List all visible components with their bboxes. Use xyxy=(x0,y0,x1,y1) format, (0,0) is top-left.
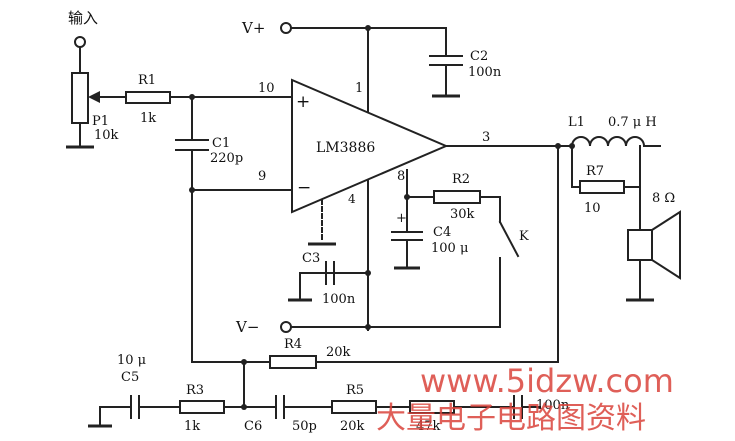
junction-dot xyxy=(241,404,247,410)
wiper-arrow-icon xyxy=(88,91,100,103)
vplus-label: V+ xyxy=(241,19,265,37)
c7-value: 100n xyxy=(536,398,570,413)
junction-dot xyxy=(404,194,410,200)
r3-name: R3 xyxy=(186,383,204,398)
c4-value: 100 μ xyxy=(431,241,468,256)
resistor-r3 xyxy=(179,400,225,414)
opamp-label: LM3886 xyxy=(316,140,375,156)
c4-name: C4 xyxy=(433,225,451,240)
p1-value: 10k xyxy=(94,128,119,143)
pin-9-label: 9 xyxy=(258,169,266,184)
resistor-r7 xyxy=(579,180,625,194)
junction-dot xyxy=(189,187,195,193)
resistor-r5 xyxy=(331,400,377,414)
r5-value: 20k xyxy=(340,419,365,434)
watermark-url: www.5idzw.com xyxy=(420,362,674,400)
r2-name: R2 xyxy=(452,172,470,187)
junction-dot xyxy=(365,324,371,330)
c5-name: C5 xyxy=(121,370,139,385)
junction-dot xyxy=(365,25,371,31)
input-terminal xyxy=(74,36,86,48)
speaker-cone-icon xyxy=(651,210,681,280)
inductor-l1 xyxy=(570,136,646,148)
k-name: K xyxy=(519,229,529,244)
c2-name: C2 xyxy=(470,49,488,64)
c6-name: C6 xyxy=(244,419,262,434)
c3-value: 100n xyxy=(322,292,356,307)
pin-8-label: 8 xyxy=(397,169,405,184)
r3-value: 1k xyxy=(184,419,200,434)
speaker-icon xyxy=(627,229,653,261)
r5-name: R5 xyxy=(346,383,364,398)
junction-dot xyxy=(569,143,575,149)
junction-dot xyxy=(365,270,371,276)
pin-4-label: 4 xyxy=(348,192,356,206)
vminus-terminal xyxy=(280,321,292,333)
c6-value: 50p xyxy=(292,419,317,434)
r1-value: 1k xyxy=(140,111,156,126)
watermark-text: 大量电子电路图资料 xyxy=(376,401,646,436)
speaker-value: 8 Ω xyxy=(652,191,675,206)
inverting-sign: − xyxy=(297,178,311,198)
p1-name: P1 xyxy=(92,114,109,129)
r4-name: R4 xyxy=(284,337,302,352)
switch-k xyxy=(498,220,520,258)
c2-value: 100n xyxy=(468,65,502,80)
vplus-terminal xyxy=(280,22,292,34)
l1-value: 0.7 μ H xyxy=(608,115,657,130)
resistor-r4 xyxy=(269,355,317,369)
c5-value: 10 μ xyxy=(117,353,146,368)
junction-dot xyxy=(189,94,195,100)
potentiometer-p1 xyxy=(71,72,89,124)
r7-name: R7 xyxy=(586,164,604,179)
junction-dot xyxy=(241,359,247,365)
r4-value: 20k xyxy=(326,345,351,360)
r6-value: 47k xyxy=(416,419,441,434)
l1-name: L1 xyxy=(568,115,585,130)
resistor-r1 xyxy=(125,91,171,104)
c4-plus-sign: + xyxy=(396,211,407,226)
pin-10-label: 10 xyxy=(258,81,275,96)
noninverting-sign: + xyxy=(296,92,310,112)
c1-value: 220p xyxy=(210,151,243,166)
input-label: 输入 xyxy=(68,9,98,27)
vminus-label: V− xyxy=(235,318,259,336)
resistor-r2 xyxy=(433,190,481,204)
c3-name: C3 xyxy=(302,251,320,266)
r2-value: 30k xyxy=(450,207,475,222)
pin-3-label: 3 xyxy=(482,130,490,145)
c1-name: C1 xyxy=(212,136,230,151)
r7-value: 10 xyxy=(584,201,601,216)
junction-dot xyxy=(555,143,561,149)
r1-name: R1 xyxy=(138,73,156,88)
pin-1-label: 1 xyxy=(355,81,363,96)
